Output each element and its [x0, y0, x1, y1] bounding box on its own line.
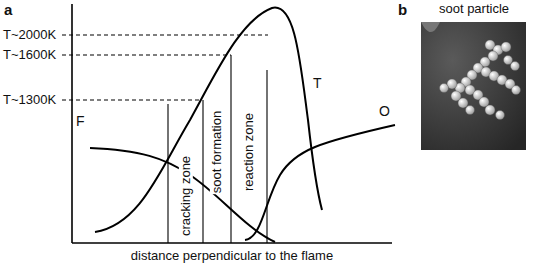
y-axis [71, 4, 73, 243]
zone-boundary [167, 104, 168, 243]
curve-label: F [76, 114, 85, 129]
x-axis [72, 242, 392, 244]
zone-label: cracking zone [179, 155, 193, 237]
temperature-guide [62, 54, 231, 55]
axis-label: distance perpendicular to the flame [131, 249, 333, 263]
zone-boundary [202, 100, 203, 243]
temperature-value: T~1600K [3, 48, 56, 62]
temperature-guide [62, 99, 201, 100]
temperature-value: T~1300K [3, 93, 56, 107]
curve-label: T [313, 76, 322, 91]
temperature-guide [62, 34, 268, 35]
temperature-value: T~2000K [3, 28, 56, 42]
oxygen-curve [245, 125, 395, 240]
image-panel: soot particle [416, 2, 532, 152]
panel-letter: a [4, 2, 12, 19]
soot-photo [421, 22, 526, 150]
zone-boundary [230, 55, 231, 243]
zone-boundary [266, 70, 267, 243]
curve-label: O [379, 104, 390, 119]
temperature-curve [95, 8, 322, 232]
zone-label: reaction zone [242, 112, 256, 192]
panel-letter: b [398, 2, 407, 19]
image-caption: soot particle [416, 2, 532, 16]
zone-label: soot formation [210, 110, 224, 194]
